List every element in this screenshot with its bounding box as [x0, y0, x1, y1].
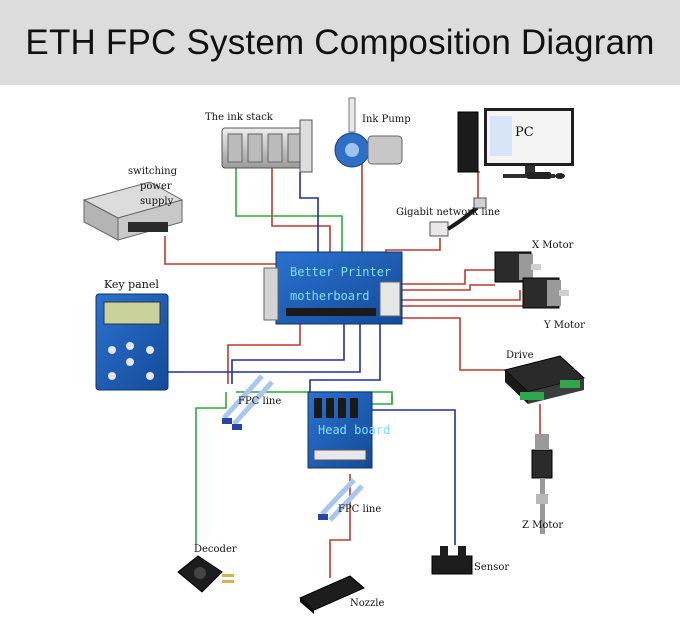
motherboard-label-2: motherboard [290, 289, 369, 303]
label-psu-line1: switching [128, 166, 178, 177]
label-key-panel: Key panel [104, 278, 159, 291]
label-x-motor: X Motor [532, 240, 574, 251]
wire-fpc-blue [309, 322, 381, 395]
head-board [307, 391, 373, 469]
label-psu-line3: supply [140, 196, 174, 207]
wire-y-motor-2 [400, 296, 529, 307]
wire-fpc-bottom [329, 474, 351, 578]
key-panel [95, 293, 169, 391]
wire-sensor [372, 409, 456, 545]
wires [160, 160, 541, 578]
motherboard-label-1: Better Printer [290, 265, 391, 279]
wire-decoder [195, 392, 227, 545]
wire-keypanel [160, 322, 361, 373]
z-motor [531, 434, 553, 534]
nozzle [299, 575, 365, 614]
label-pc: PC [515, 125, 534, 140]
label-ink-pump: Ink Pump [362, 114, 411, 125]
wire-motherboard-blue [231, 322, 345, 384]
label-fpc-line-top: FPC line [238, 396, 281, 407]
label-ink-stack: The ink stack [205, 112, 274, 123]
wire-green-top [236, 391, 393, 404]
sensor [431, 546, 473, 575]
label-decoder: Decoder [194, 544, 237, 555]
fpc-line-bottom [318, 478, 364, 522]
wire-y-motor [400, 290, 521, 301]
system-diagram: The ink stack Ink Pump PC switching powe… [82, 97, 586, 614]
head-board-label: Head board [318, 423, 390, 437]
wire-drive [400, 317, 505, 371]
ink-pump [334, 97, 403, 168]
ink-stack [221, 119, 313, 173]
switching-power-supply [82, 181, 184, 241]
label-nozzle: Nozzle [350, 598, 385, 609]
wire-x-motor [400, 269, 495, 285]
wire-x-motor-2 [400, 284, 495, 291]
x-motor [494, 251, 541, 283]
label-fpc-line-bottom: FPC line [338, 504, 381, 515]
wire-inkstack-red [271, 168, 331, 255]
label-drive: Drive [506, 350, 534, 361]
label-y-motor: Y Motor [543, 320, 585, 331]
label-gigabit-network-line: Gigabit network line [396, 207, 500, 218]
fpc-line-top [222, 374, 274, 430]
decoder [177, 555, 234, 593]
motherboard [263, 251, 403, 325]
network-cable [429, 197, 487, 237]
y-motor [522, 277, 569, 309]
wire-psu-mainboard [164, 236, 300, 265]
wire-inkstack-green [235, 160, 343, 255]
header-bar: ETH FPC System Composition Diagram [0, 0, 680, 85]
wire-inkstack-blue [299, 172, 319, 255]
label-sensor: Sensor [474, 562, 509, 573]
page-title: ETH FPC System Composition Diagram [25, 22, 655, 62]
wire-fpc-top [227, 322, 301, 384]
stepper-drive [504, 355, 586, 404]
pc [457, 108, 574, 179]
label-z-motor: Z Motor [522, 520, 563, 531]
label-psu-line2: power [140, 181, 172, 192]
